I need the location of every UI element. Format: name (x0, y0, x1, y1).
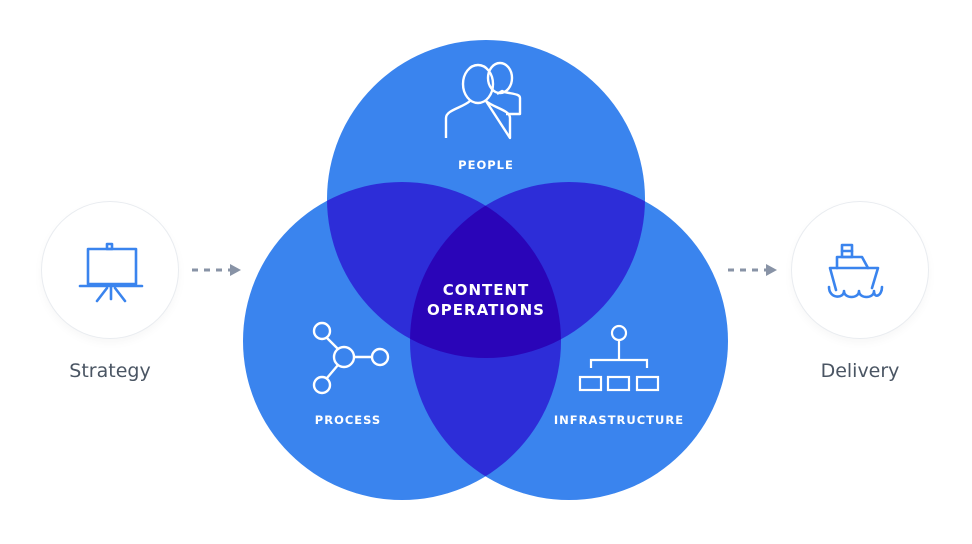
strategy-label: Strategy (69, 360, 151, 382)
hierarchy-icon (578, 324, 660, 392)
delivery-label: Delivery (820, 360, 900, 382)
delivery-node (792, 202, 928, 338)
strategy-node (42, 202, 178, 338)
process-label: PROCESS (315, 413, 381, 427)
center-label-line1: CONTENT (443, 281, 530, 299)
ship-icon (827, 243, 884, 299)
presentation-easel-icon (78, 242, 144, 303)
infrastructure-label: INFRASTRUCTURE (554, 413, 684, 427)
people-icon (444, 61, 522, 140)
arrow-strategy-to-venn (192, 264, 241, 276)
process-nodes-icon (312, 321, 390, 395)
arrow-venn-to-delivery (728, 264, 777, 276)
center-label-line2: OPERATIONS (427, 301, 545, 319)
people-label: PEOPLE (458, 158, 514, 172)
center-overlap (410, 182, 561, 358)
